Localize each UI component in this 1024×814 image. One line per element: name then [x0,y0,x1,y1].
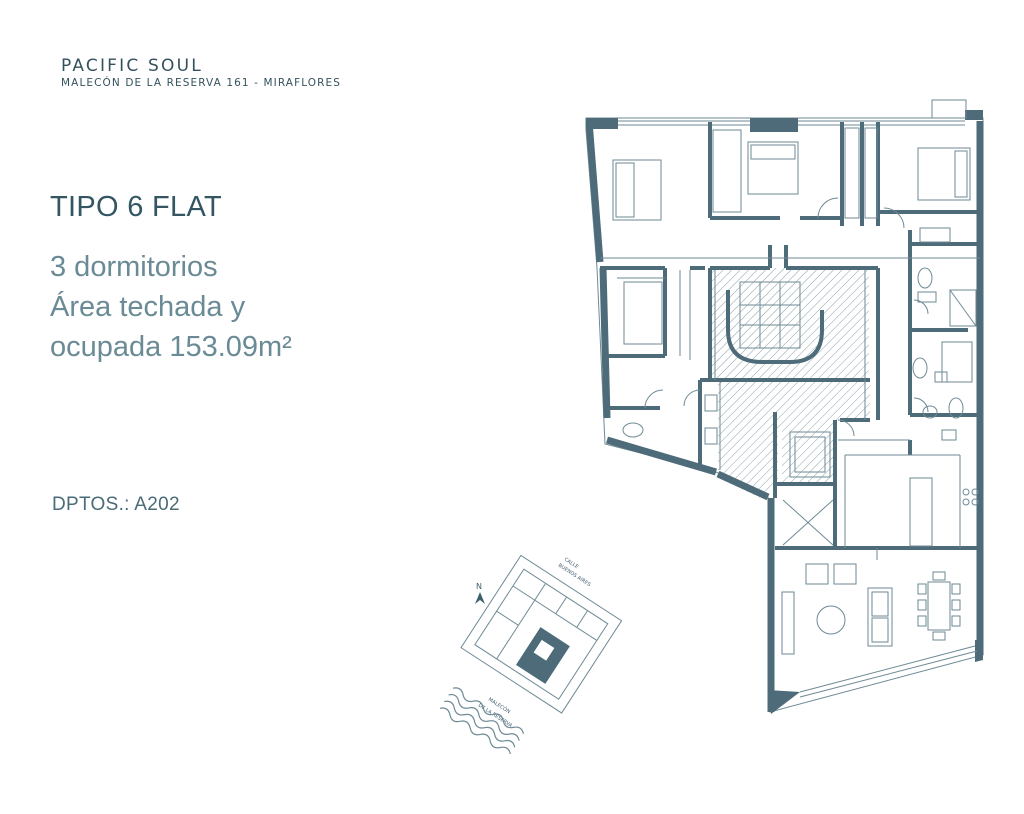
floor-plan [585,99,984,714]
bedrooms-label: 3 dormitorios [50,251,218,283]
facade-windows [618,99,978,698]
beds [612,141,971,221]
interior-walls [600,122,980,550]
north-label: N [476,582,482,591]
door-swings [644,197,929,437]
site-blocks [460,554,623,714]
site-plan: N CALLE BUENOS AIRES MALECÓN DE LA RESER… [439,554,623,755]
living-furniture [781,563,961,655]
unit-description: 3 dormitorios Área techada y ocupada 153… [50,247,292,367]
brand-block: PACIFIC SOUL MALECÓN DE LA RESERVA 161 -… [61,56,341,89]
brand-address: MALECÓN DE LA RESERVA 161 - MIRAFLORES [61,77,342,89]
area-label-line1: Área techada y [50,291,246,323]
area-label-line2: ocupada 153.09m² [50,331,292,363]
brand-name: PACIFIC SOUL [61,56,203,76]
interior-lines [600,257,980,560]
unit-type-title: TIPO 6 FLAT [50,191,222,223]
stair-core [726,281,831,478]
kitchen [909,477,979,547]
exterior-wall-solids [586,110,983,714]
wardrobes [679,127,878,356]
sea-waves [439,687,525,755]
north-arrow [475,592,485,604]
bathroom-fixtures [622,227,977,445]
units-label: DPTOS.: A202 [52,494,180,515]
